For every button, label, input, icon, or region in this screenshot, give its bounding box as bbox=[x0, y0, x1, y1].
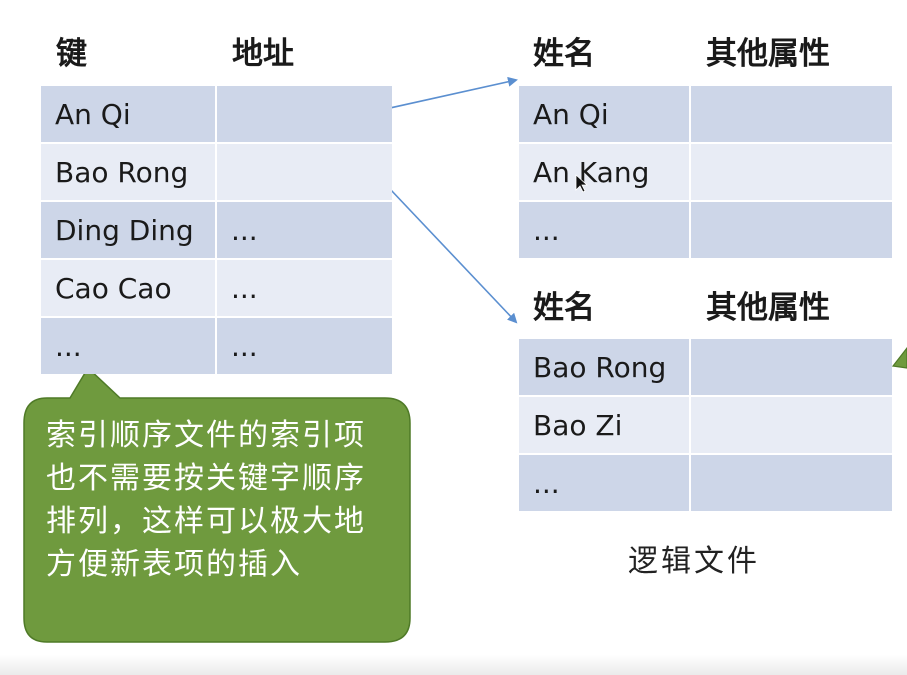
index-addr-cell: ... bbox=[217, 318, 392, 374]
table-row: An Kang bbox=[519, 144, 892, 202]
table-row: Bao Rong bbox=[519, 339, 892, 397]
table-row: An Qi bbox=[519, 86, 892, 144]
file-block-1-table: An Qi An Kang ... bbox=[519, 86, 892, 258]
block2-attrs-cell bbox=[691, 455, 892, 511]
block1-name-cell: An Qi bbox=[519, 86, 691, 144]
index-key-cell: Cao Cao bbox=[41, 260, 217, 318]
index-table: An Qi Bao Rong Ding Ding ... Cao Cao ...… bbox=[41, 86, 392, 374]
table-row: ... ... bbox=[41, 318, 392, 374]
table-row: ... bbox=[519, 202, 892, 258]
callout-bubble bbox=[23, 366, 411, 643]
cursor-icon bbox=[575, 174, 589, 193]
index-header-key: 键 bbox=[56, 36, 87, 72]
index-key-cell: Bao Rong bbox=[41, 144, 217, 202]
arrow-baorong-to-block2 bbox=[371, 169, 518, 324]
bottom-edge bbox=[0, 655, 907, 675]
callout-text: 索引顺序文件的索引项也不需要按关键字顺序排列，这样可以极大地方便新表项的插入 bbox=[46, 418, 366, 582]
index-addr-cell: ... bbox=[217, 202, 392, 260]
block1-attrs-cell bbox=[691, 86, 892, 144]
block2-name-cell: Bao Rong bbox=[519, 339, 691, 397]
index-key-cell: Ding Ding bbox=[41, 202, 217, 260]
table-row: Ding Ding ... bbox=[41, 202, 392, 260]
block1-attrs-cell bbox=[691, 144, 892, 202]
block2-header-attrs: 其他属性 bbox=[706, 290, 830, 326]
table-row: Bao Zi bbox=[519, 397, 892, 455]
table-row: ... bbox=[519, 455, 892, 511]
block2-attrs-cell bbox=[691, 397, 892, 455]
index-header-address: 地址 bbox=[232, 36, 294, 72]
index-addr-cell bbox=[217, 144, 392, 202]
block1-header-name: 姓名 bbox=[533, 36, 595, 72]
block1-attrs-cell bbox=[691, 202, 892, 258]
block2-attrs-cell bbox=[691, 339, 892, 397]
table-row: An Qi bbox=[41, 86, 392, 144]
block1-header-attrs: 其他属性 bbox=[706, 36, 830, 72]
index-key-cell: ... bbox=[41, 318, 217, 374]
index-addr-cell bbox=[217, 86, 392, 144]
block2-header-name: 姓名 bbox=[533, 290, 595, 326]
block2-name-cell: Bao Zi bbox=[519, 397, 691, 455]
block2-name-cell: ... bbox=[519, 455, 691, 511]
index-key-cell: An Qi bbox=[41, 86, 217, 144]
index-addr-cell: ... bbox=[217, 260, 392, 318]
table-row: Bao Rong bbox=[41, 144, 392, 202]
arrow-anqi-to-block1 bbox=[371, 76, 518, 113]
logical-file-caption: 逻辑文件 bbox=[628, 544, 760, 579]
table-row: Cao Cao ... bbox=[41, 260, 392, 318]
block1-name-cell: ... bbox=[519, 202, 691, 258]
block1-name-cell: An Kang bbox=[519, 144, 691, 202]
partial-callout-pointer bbox=[891, 347, 907, 369]
file-block-2-table: Bao Rong Bao Zi ... bbox=[519, 339, 892, 511]
